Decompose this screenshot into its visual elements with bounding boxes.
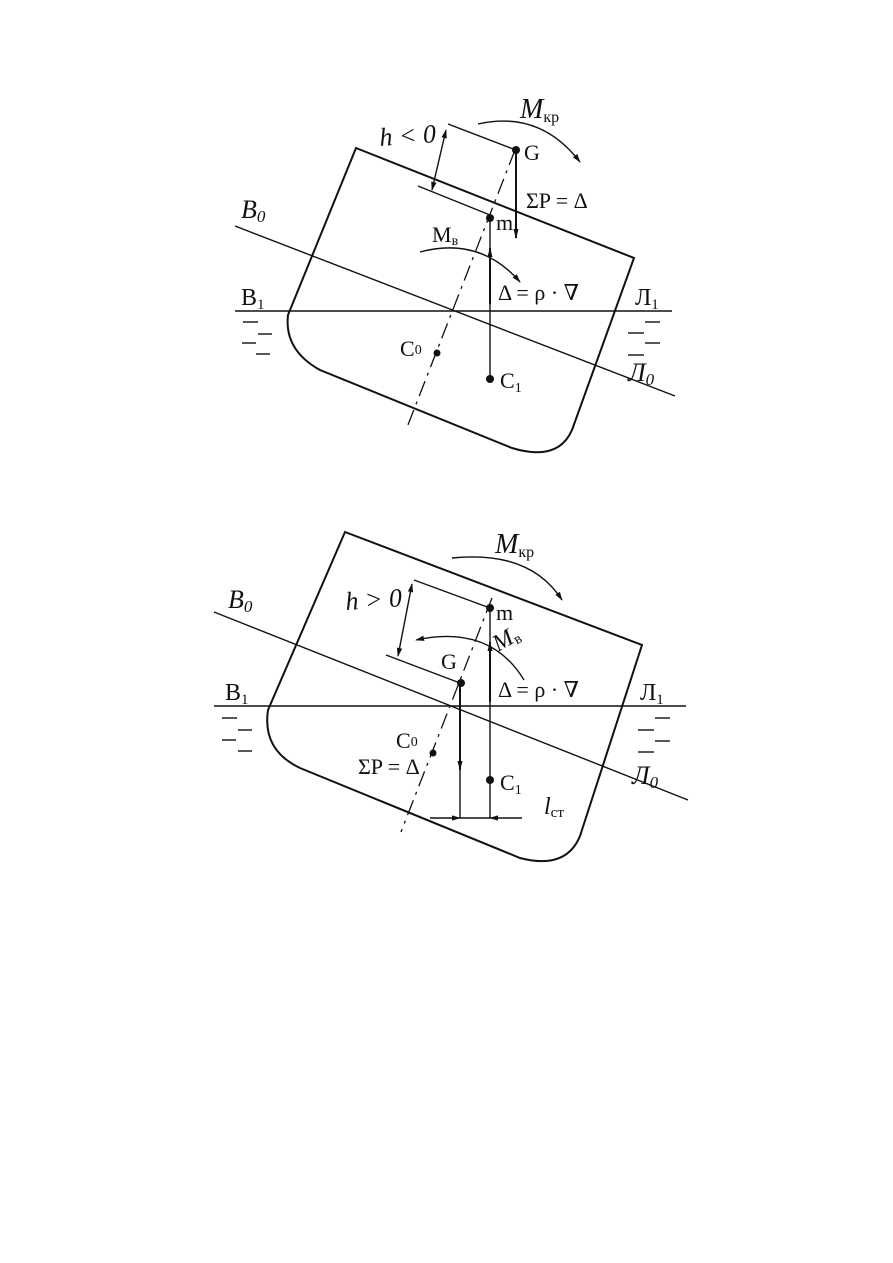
point-c0 [433, 349, 441, 357]
label-l1: Л1 [635, 285, 659, 313]
righting-moment-arc [419, 247, 521, 283]
point-g [457, 679, 465, 687]
diagram-top: h < 0 Mкр G ΣP = Δ m Mв Δ = ρ · ∇ B0 B1 … [234, 94, 676, 454]
label-b1: B1 [225, 680, 249, 708]
label-m: m [496, 600, 513, 625]
water-hatch-right [638, 717, 670, 753]
point-m [486, 604, 494, 612]
ship-centerline [400, 597, 493, 833]
label-m-kr: Mкр [519, 94, 559, 126]
label-h: h > 0 [344, 583, 402, 616]
heeling-moment-arc [451, 556, 563, 601]
label-delta: Δ = ρ · ∇ [498, 280, 579, 305]
h-ext-bottom [385, 654, 461, 684]
point-c1 [486, 375, 494, 383]
h-dimension-arrow [396, 583, 414, 657]
h-ext-top [413, 579, 491, 609]
water-hatch-left [242, 321, 272, 355]
label-l0: Л0 [627, 358, 655, 389]
label-l-st: lст [544, 794, 564, 821]
point-g [512, 146, 520, 154]
righting-moment-arc [415, 635, 525, 681]
label-m-v: Mв [487, 621, 525, 658]
heeling-moment-arc [477, 120, 581, 163]
point-m [486, 214, 494, 222]
label-m: m [496, 210, 513, 235]
label-l1: Л1 [640, 680, 664, 708]
h-ext-bottom [417, 185, 491, 216]
label-l0: Л0 [631, 761, 659, 792]
label-c1: C1 [500, 770, 522, 798]
label-b1: B1 [241, 285, 265, 313]
hull-outline [286, 146, 636, 454]
label-c0: C0 [396, 728, 418, 753]
point-c1 [486, 776, 494, 784]
label-sum-p: ΣP = Δ [526, 188, 588, 213]
label-h: h < 0 [378, 119, 436, 152]
label-g: G [524, 140, 540, 165]
label-b0: B0 [241, 195, 266, 226]
ship-centerline [405, 149, 516, 431]
label-m-kr: Mкр [494, 529, 534, 561]
label-c1: C1 [500, 368, 522, 396]
label-delta: Δ = ρ · ∇ [498, 677, 579, 702]
label-sum-p: ΣP = Δ [358, 754, 420, 779]
water-hatch-left [222, 717, 252, 752]
diagram-bottom: h > 0 Mкр m Mв G Δ = ρ · ∇ B0 B1 Л1 Л0 C… [213, 529, 689, 863]
h-dimension-arrow [431, 129, 447, 191]
label-b0: B0 [228, 585, 253, 616]
label-g: G [441, 649, 457, 674]
label-m-v: Mв [432, 222, 459, 249]
water-hatch-right [628, 321, 660, 356]
label-c0: C0 [400, 336, 422, 361]
hull-outline [266, 530, 644, 863]
h-ext-top [447, 123, 517, 151]
point-c0 [429, 749, 437, 757]
